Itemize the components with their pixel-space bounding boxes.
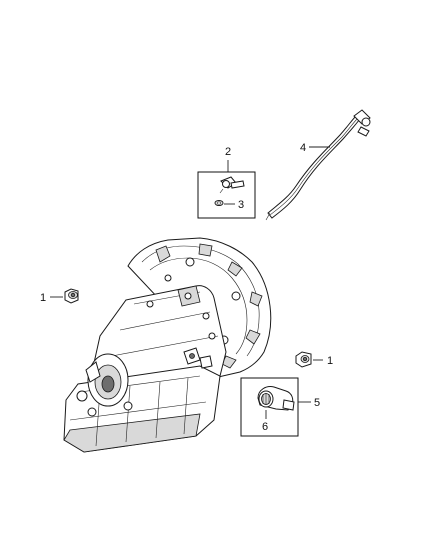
detail-box-2-3 — [197, 171, 256, 219]
callout-5: 5 — [298, 397, 320, 409]
callout-1-right: 1 — [313, 355, 333, 367]
callout-label-6: 6 — [262, 421, 268, 433]
callout-label-2: 2 — [225, 146, 231, 158]
fitting — [219, 176, 245, 194]
callout-6: 6 — [262, 410, 268, 433]
sensor — [257, 386, 295, 411]
callout-label-5: 5 — [314, 397, 320, 409]
callout-label-1-left: 1 — [40, 292, 46, 304]
plug-left — [64, 288, 79, 304]
transmission-assembly — [63, 237, 272, 453]
callout-4: 4 — [300, 142, 330, 154]
callout-2: 2 — [225, 146, 231, 172]
o-ring — [214, 200, 224, 206]
vent-tube — [265, 109, 371, 221]
detail-box-5-6 — [240, 377, 299, 437]
plug-right — [295, 351, 312, 368]
callout-1-left: 1 — [40, 292, 63, 304]
callout-label-1-right: 1 — [327, 355, 333, 367]
callout-label-4: 4 — [300, 142, 306, 154]
callout-3: 3 — [224, 199, 244, 211]
callout-label-3: 3 — [238, 199, 244, 211]
